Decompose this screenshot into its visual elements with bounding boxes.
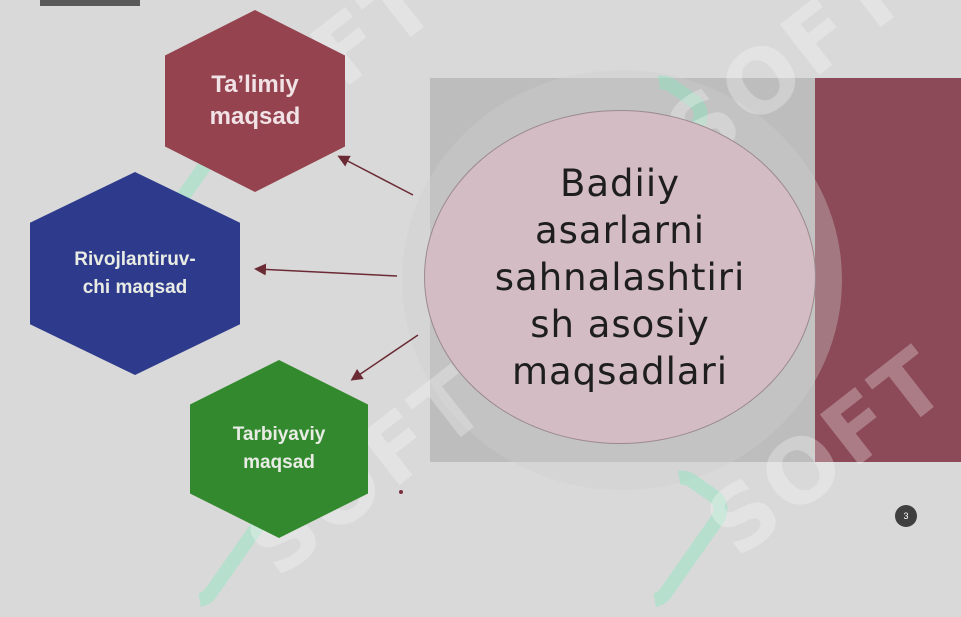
center-circle: Badiiy asarlarni sahnalashtiri sh asosiy… [424, 110, 816, 444]
page-number-badge: 3 [895, 505, 917, 527]
red-panel [815, 78, 961, 462]
arrow-to-hexagon-3 [350, 334, 419, 381]
header-tab [40, 0, 140, 6]
slide: SOFT SOFT SOFT SOFT Badiiy asarlarni sah… [30, 0, 961, 617]
hexagon-label: Rivojlantiruv- chi maqsad [74, 248, 196, 298]
arrow-to-hexagon-2 [254, 263, 398, 277]
center-title: Badiiy asarlarni sahnalashtiri sh asosiy… [494, 161, 746, 393]
bullet-dot [399, 490, 403, 494]
arrow-to-hexagon-1 [337, 155, 414, 196]
hexagon-label: Ta’limiy maqsad [209, 71, 301, 130]
hexagon-label: Tarbiyaviy maqsad [232, 424, 326, 473]
connector-arrows [254, 155, 419, 381]
